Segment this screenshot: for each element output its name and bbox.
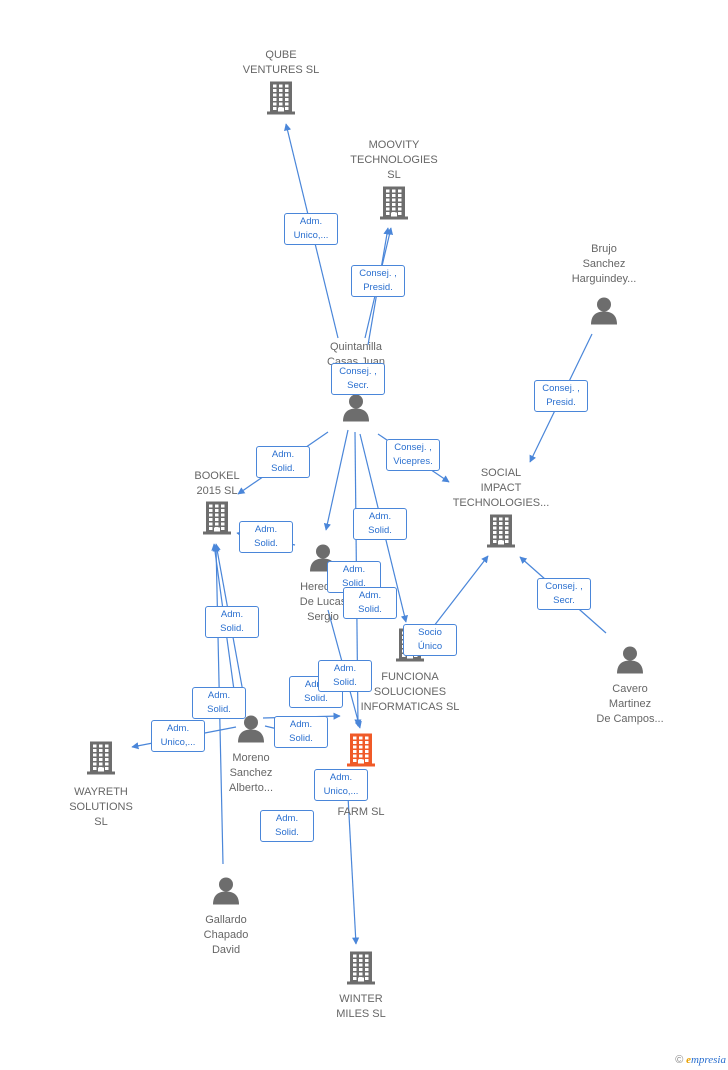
company-label[interactable]: FUNCIONA SOLUCIONES INFORMATICAS SL (360, 671, 460, 713)
relation-label[interactable]: Adm. Solid. (343, 587, 397, 619)
building-icon[interactable] (379, 186, 409, 225)
relation-label[interactable]: Adm. Solid. (274, 716, 328, 748)
person-icon[interactable] (211, 877, 241, 910)
relation-label[interactable]: Consej. , Presid. (351, 265, 405, 297)
relation-label[interactable]: Adm. Solid. (318, 660, 372, 692)
relation-label[interactable]: Adm. Unico,... (314, 769, 368, 801)
brand-initial: e (686, 1054, 691, 1066)
brand-name: mpresia (690, 1054, 726, 1066)
person-icon[interactable] (615, 646, 645, 679)
relation-label[interactable]: Adm. Solid. (205, 606, 259, 638)
company-label[interactable]: SOCIAL IMPACT TECHNOLOGIES... (452, 467, 550, 509)
building-icon[interactable] (346, 733, 376, 772)
building-icon[interactable] (346, 951, 376, 990)
relation-label[interactable]: Adm. Solid. (353, 508, 407, 540)
relation-label[interactable]: Adm. Unico,... (284, 213, 338, 245)
person-icon[interactable] (236, 715, 266, 748)
company-label[interactable]: MOOVITY TECHNOLOGIES SL (350, 139, 438, 181)
relation-label[interactable]: Consej. , Secr. (537, 578, 591, 610)
relation-edge (323, 429, 349, 531)
relation-label[interactable]: Adm. Solid. (256, 446, 310, 478)
person-label[interactable]: Moreno Sanchez Alberto... (228, 752, 274, 794)
building-icon[interactable] (266, 81, 296, 120)
relation-edge (346, 777, 360, 945)
person-label[interactable]: Cavero Martinez De Campos... (596, 683, 664, 725)
copyright-icon: © (675, 1054, 684, 1066)
relation-label[interactable]: Consej. , Vicepres. (386, 439, 440, 471)
person-label[interactable]: Gallardo Chapado David (203, 914, 249, 956)
company-label[interactable]: WINTER MILES SL (336, 993, 386, 1020)
building-icon[interactable] (486, 514, 516, 553)
person-icon[interactable] (341, 394, 371, 427)
person-icon[interactable] (589, 297, 619, 330)
relation-label[interactable]: Socio Único (403, 624, 457, 656)
building-icon[interactable] (86, 741, 116, 780)
relation-label[interactable]: Adm. Solid. (260, 810, 314, 842)
building-icon[interactable] (202, 501, 232, 540)
person-label[interactable]: Brujo Sanchez Harguindey... (571, 243, 637, 285)
relation-label[interactable]: Adm. Solid. (239, 521, 293, 553)
relation-label[interactable]: Adm. Unico,... (151, 720, 205, 752)
company-label[interactable]: BOOKEL 2015 SL (194, 470, 240, 497)
company-label[interactable]: QUBE VENTURES SL (242, 49, 320, 76)
relation-label[interactable]: Consej. , Presid. (534, 380, 588, 412)
relation-label[interactable]: Adm. Solid. (192, 687, 246, 719)
brand-logo: © empresia (675, 1054, 726, 1066)
company-label[interactable]: WAYRETH SOLUTIONS SL (69, 786, 133, 828)
relation-label[interactable]: Consej. , Secr. (331, 363, 385, 395)
